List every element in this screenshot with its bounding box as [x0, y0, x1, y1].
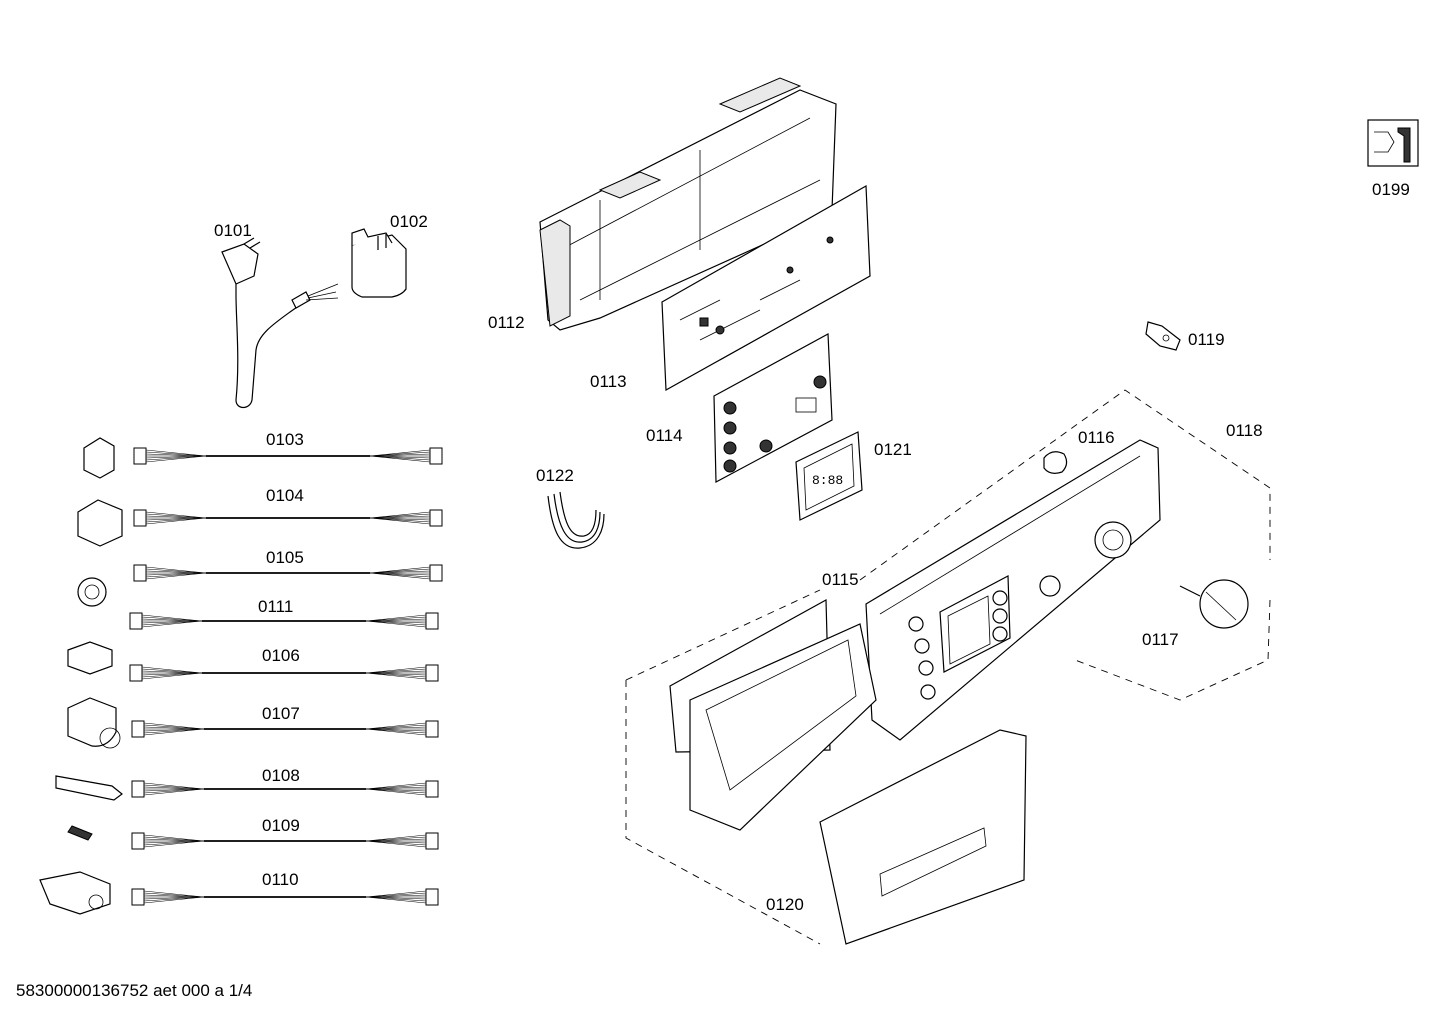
label-0199: 0199 [1372, 180, 1410, 199]
label-0114: 0114 [646, 426, 683, 445]
wire-harness [133, 564, 443, 582]
label-0116: 0116 [1078, 428, 1115, 447]
small-components-left [39, 437, 123, 915]
label-0121: 0121 [874, 440, 912, 459]
component-icon-0109 [67, 825, 93, 841]
part-0119-clip [1145, 321, 1181, 351]
label-0111: 0111 [258, 597, 294, 616]
label-0105: 0105 [266, 548, 304, 567]
label-0107: 0107 [262, 704, 300, 723]
label-0122: 0122 [536, 466, 574, 485]
part-0113-main-pcb [661, 184, 871, 391]
label-0102: 0102 [390, 212, 428, 231]
assembly-dashed-outline [625, 389, 1271, 945]
label-0112: 0112 [488, 313, 525, 332]
label-0108: 0108 [262, 766, 300, 785]
part-0102-filter [351, 228, 407, 298]
component-icon-0106 [67, 641, 113, 675]
component-icon-0105 [77, 577, 107, 607]
wire-harness [131, 720, 439, 738]
label-0113: 0113 [590, 372, 627, 391]
label-0119: 0119 [1188, 330, 1225, 349]
component-icon-0107 [67, 697, 117, 747]
display-readout: 8:88 [812, 473, 843, 488]
label-0115: 0115 [822, 570, 859, 589]
part-0120-drawer-handle [819, 729, 1027, 945]
document-footer: 58300000136752 aet 000 a 1/4 [16, 981, 253, 1000]
wire-harness [129, 664, 439, 682]
label-0103: 0103 [266, 430, 304, 449]
wire-harness [131, 780, 439, 798]
part-0116-button [1043, 451, 1068, 474]
part-0118-fascia-panel [865, 439, 1161, 741]
label-0110: 0110 [262, 870, 299, 889]
component-icon-0110 [39, 871, 111, 915]
part-0122-ribbon-cable [547, 491, 605, 549]
wire-harness [129, 612, 439, 630]
part-0117-knob [1179, 579, 1249, 629]
part-0114-control-pcb [713, 333, 833, 483]
wire-harness [131, 832, 439, 850]
label-0120: 0120 [766, 895, 804, 914]
component-icon-0108 [55, 775, 123, 801]
wire-harness [133, 509, 443, 527]
wire-harness [131, 888, 439, 906]
part-0121-display: 8:88 [795, 431, 863, 521]
component-icon-0104 [77, 499, 123, 547]
label-0109: 0109 [262, 816, 300, 835]
wire-harness [133, 447, 443, 465]
part-0101-power-cord [221, 237, 339, 409]
tools-wrench-icon [1367, 119, 1419, 167]
wire-harness-rows [129, 447, 443, 906]
label-0118: 0118 [1226, 421, 1263, 440]
part-0115-drawer-frame [669, 598, 877, 831]
label-0104: 0104 [266, 486, 304, 505]
part-0112-housing [539, 77, 837, 331]
label-0117: 0117 [1142, 630, 1179, 649]
component-icon-0103 [83, 437, 115, 479]
label-0101: 0101 [214, 221, 252, 240]
label-0106: 0106 [262, 646, 300, 665]
